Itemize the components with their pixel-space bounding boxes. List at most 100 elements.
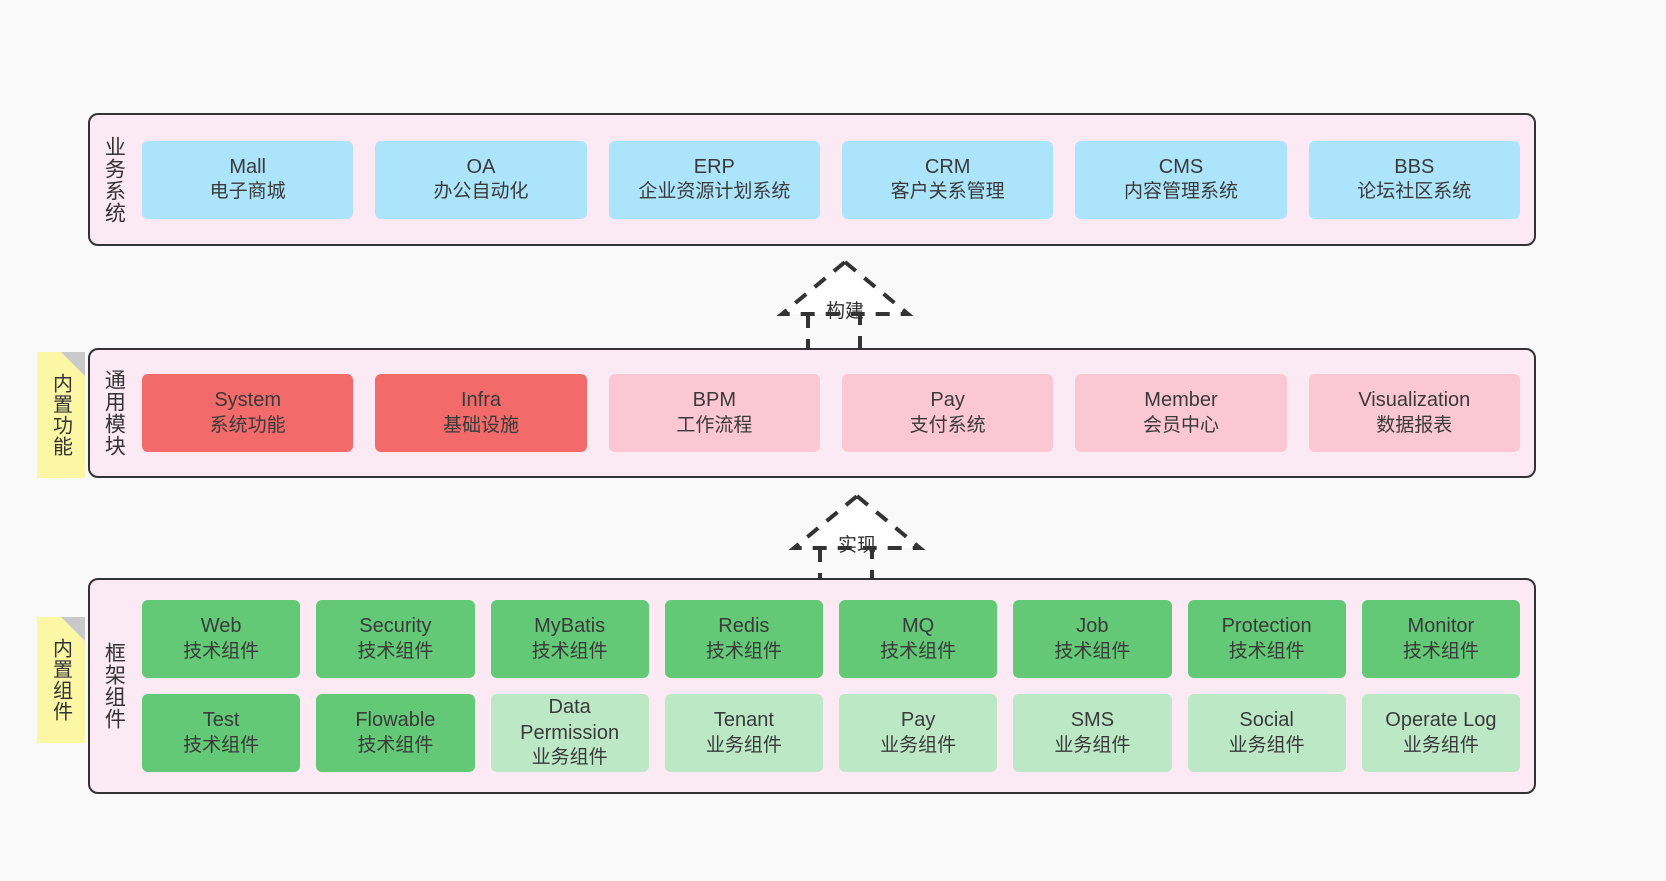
- component-box-mybatis[interactable]: MyBatis 技术组件: [490, 600, 649, 678]
- box-title: Visualization: [1358, 389, 1471, 412]
- component-box-sms[interactable]: SMS 业务组件: [1013, 694, 1172, 772]
- module-box-cms[interactable]: CMS 内容管理系统: [1075, 140, 1287, 219]
- box-subtitle: 业务组件: [880, 734, 957, 756]
- module-box-infra[interactable]: Infra 基础设施: [375, 374, 587, 452]
- module-box-visualization[interactable]: Visualization 数据报表: [1308, 374, 1520, 452]
- box-subtitle: 技术组件: [357, 640, 434, 662]
- component-box-data-permission[interactable]: Data Permission 业务组件: [490, 694, 649, 772]
- box-title: Redis: [718, 615, 770, 638]
- build-arrow-label: 构建: [825, 301, 865, 322]
- box-title: Member: [1144, 389, 1218, 412]
- box-subtitle: 工作流程: [676, 414, 753, 436]
- box-title: CRM: [924, 155, 971, 178]
- box-subtitle: 基础设施: [442, 414, 519, 436]
- box-title: Flowable: [355, 709, 436, 732]
- component-box-mq[interactable]: MQ 技术组件: [839, 600, 998, 678]
- arrow-head-triangle: [788, 493, 926, 550]
- box-subtitle: 企业资源计划系统: [638, 181, 791, 203]
- box-title: OA: [466, 155, 496, 178]
- component-box-security[interactable]: Security 技术组件: [316, 600, 475, 678]
- module-box-bpm[interactable]: BPM 工作流程: [608, 374, 820, 452]
- box-subtitle: 客户关系管理: [890, 181, 1005, 203]
- box-title: MyBatis: [534, 615, 606, 638]
- box-title: Mall: [229, 155, 266, 178]
- box-title: Monitor: [1407, 615, 1475, 638]
- layer-row: Mall 电子商城 OA 办公自动化 ERP 企业资源计划系统 CRM 客户关系…: [142, 140, 1520, 219]
- box-title: BPM: [692, 389, 736, 412]
- box-subtitle: 支付系统: [909, 414, 986, 436]
- implement-arrow: 实现: [772, 492, 942, 592]
- box-subtitle: 业务组件: [1054, 734, 1131, 756]
- module-box-crm[interactable]: CRM 客户关系管理: [841, 140, 1054, 219]
- component-box-tenant[interactable]: Tenant 业务组件: [664, 694, 823, 772]
- component-box-job[interactable]: Job 技术组件: [1013, 600, 1172, 678]
- layer-common-module: 通用模块 System 系统功能 Infra 基础设施 BPM 工作流程 Pay…: [88, 348, 1536, 478]
- component-box-operate-log[interactable]: Operate Log 业务组件: [1361, 694, 1520, 772]
- box-subtitle: 技术组件: [531, 640, 608, 662]
- sticky-fold-corner-icon: [61, 617, 85, 641]
- box-subtitle: 业务组件: [1228, 734, 1305, 756]
- build-arrow: 构建: [760, 258, 930, 358]
- box-title: MQ: [902, 615, 935, 638]
- box-subtitle: 电子商城: [209, 181, 286, 203]
- layer-title-business-system: 业务系统: [102, 135, 126, 224]
- box-subtitle: 技术组件: [357, 734, 434, 756]
- layer-framework-component: 框架组件 Web 技术组件 Security 技术组件 MyBatis 技术组件…: [88, 578, 1536, 794]
- module-box-oa[interactable]: OA 办公自动化: [375, 140, 587, 219]
- box-subtitle: 论坛社区系统: [1357, 181, 1472, 203]
- sticky-note-builtin-component: 内置组件: [37, 617, 85, 743]
- box-title: Infra: [460, 389, 501, 412]
- box-subtitle: 技术组件: [1054, 640, 1131, 662]
- sticky-note-label: 内置功能: [49, 373, 72, 457]
- box-title: ERP: [693, 155, 735, 178]
- box-title: Test: [202, 709, 240, 732]
- box-subtitle: 业务组件: [1402, 734, 1479, 756]
- box-title: Social: [1239, 709, 1294, 732]
- layer-body-common-module: System 系统功能 Infra 基础设施 BPM 工作流程 Pay 支付系统…: [136, 350, 1534, 476]
- box-subtitle: 技术组件: [183, 734, 260, 756]
- module-box-member[interactable]: Member 会员中心: [1075, 374, 1287, 452]
- module-box-pay[interactable]: Pay 支付系统: [841, 374, 1054, 452]
- layer-title-framework-component: 框架组件: [102, 642, 126, 730]
- box-title: Data Permission: [520, 696, 620, 744]
- module-box-erp[interactable]: ERP 企业资源计划系统: [608, 140, 820, 219]
- component-box-protection[interactable]: Protection 技术组件: [1187, 600, 1346, 678]
- component-box-test[interactable]: Test 技术组件: [142, 694, 301, 772]
- box-title: BBS: [1394, 155, 1435, 178]
- box-subtitle: 业务组件: [531, 747, 608, 769]
- box-title: SMS: [1070, 709, 1115, 732]
- module-box-mall[interactable]: Mall 电子商城: [142, 140, 354, 219]
- sticky-note-builtin-function: 内置功能: [37, 352, 85, 478]
- box-title: Job: [1076, 615, 1109, 638]
- box-subtitle: 技术组件: [705, 640, 782, 662]
- component-box-flowable[interactable]: Flowable 技术组件: [316, 694, 475, 772]
- box-subtitle: 技术组件: [880, 640, 957, 662]
- module-box-system[interactable]: System 系统功能: [142, 374, 354, 452]
- box-title: Protection: [1221, 615, 1312, 638]
- layer-row: Test 技术组件 Flowable 技术组件 Data Permission …: [142, 694, 1520, 772]
- layer-business-system: 业务系统 Mall 电子商城 OA 办公自动化 ERP 企业资源计划系统 CRM…: [88, 113, 1536, 246]
- box-title: Operate Log: [1385, 709, 1497, 732]
- box-title: Tenant: [713, 709, 774, 732]
- box-title: Security: [359, 615, 432, 638]
- module-box-bbs[interactable]: BBS 论坛社区系统: [1308, 140, 1520, 219]
- box-title: Pay: [930, 389, 965, 412]
- box-subtitle: 技术组件: [1228, 640, 1305, 662]
- component-box-redis[interactable]: Redis 技术组件: [664, 600, 823, 678]
- box-subtitle: 办公自动化: [433, 181, 529, 203]
- box-title: CMS: [1158, 155, 1204, 178]
- box-subtitle: 数据报表: [1376, 414, 1453, 436]
- sticky-fold-corner-icon: [61, 352, 85, 376]
- component-box-pay[interactable]: Pay 业务组件: [839, 694, 998, 772]
- box-title: Web: [200, 615, 242, 638]
- component-box-social[interactable]: Social 业务组件: [1187, 694, 1346, 772]
- box-subtitle: 业务组件: [705, 734, 782, 756]
- box-subtitle: 系统功能: [209, 414, 286, 436]
- layer-body-framework-component: Web 技术组件 Security 技术组件 MyBatis 技术组件 Redi…: [136, 580, 1534, 792]
- box-title: Pay: [900, 709, 936, 732]
- component-box-monitor[interactable]: Monitor 技术组件: [1361, 600, 1520, 678]
- box-subtitle: 会员中心: [1142, 414, 1219, 436]
- implement-arrow-label: 实现: [837, 535, 877, 556]
- component-box-web[interactable]: Web 技术组件: [142, 600, 301, 678]
